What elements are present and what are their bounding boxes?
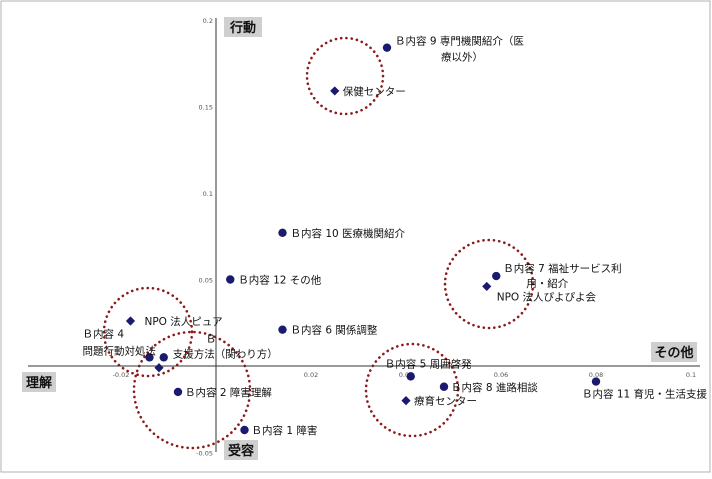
axes (28, 18, 700, 452)
y-tick-label: -0.05 (196, 450, 213, 458)
data-point-circle (173, 387, 183, 397)
x-tick-label: 0.08 (589, 371, 603, 379)
data-point-circle (226, 275, 235, 284)
data-point-label: Ｂ内容 8 進路相談 (451, 381, 538, 394)
data-point-label: Ｂ内容 1 障害 (252, 424, 318, 437)
axis-label-right-text: その他 (654, 345, 693, 361)
data-point-label: Ｂ内容 2 障害理解 (185, 386, 272, 399)
x-tick-label: 0.1 (686, 371, 696, 379)
x-tick-label: 0.04 (399, 371, 413, 379)
x-tick-label: -0.02 (113, 371, 130, 379)
data-point-diamond (154, 363, 164, 373)
data-point-label: Ｂ内容 5 周囲啓発 (385, 357, 472, 370)
grouping-circle (132, 330, 252, 450)
axis-label-right: その他 (651, 342, 697, 362)
data-point-circle (591, 377, 601, 386)
axis-label-top: 行動 (224, 17, 262, 37)
axis-label-left-text: 理解 (26, 375, 52, 391)
axis-label-top-text: 行動 (229, 20, 256, 36)
axis-label-bottom-text: 受容 (228, 443, 254, 459)
data-point-circle (240, 425, 249, 435)
y-tick-label: 0.15 (199, 104, 213, 112)
data-point-circle (278, 228, 287, 237)
data-point-label: Ｂ内容 11 育児・生活支援 (582, 388, 708, 401)
tick-labels: -0.02 0.02 0.04 0.06 0.08 0.1 0.2 0.15 0.1 0.05 -0… (113, 17, 697, 458)
x-tick-label: 0.06 (494, 371, 508, 379)
data-point-diamond (482, 281, 492, 292)
data-point-label: NPO 法人ピュア (145, 315, 223, 328)
data-point-circle (145, 353, 154, 362)
data-point-label: NPO 法人ぴよぴよ会 (497, 290, 597, 303)
data-point-circle (439, 382, 449, 391)
data-point-circle (382, 43, 392, 52)
axis-label-left: 理解 (22, 372, 56, 392)
y-tick-label: 0.05 (199, 277, 213, 285)
grouping-circle (305, 36, 385, 116)
data-point-diamond (401, 396, 411, 406)
data-point-diamond (125, 316, 136, 326)
grouping-circles (102, 36, 535, 450)
data-point-label: Ｂ内容 10 医療機関紹介 (291, 227, 406, 240)
x-tick-label: 0.02 (304, 371, 318, 379)
data-point-label: Ｂ内容 6 関係調整 (291, 324, 378, 337)
data-point-label: 療育センター (414, 395, 477, 408)
axis-label-bottom: 受容 (224, 440, 258, 460)
data-point-circle (492, 271, 501, 281)
grouping-circle (443, 238, 535, 330)
data-point-label: Ｂ支援方法（関わり方） (173, 333, 278, 360)
y-tick-label: 0.2 (203, 17, 213, 25)
data-point-label: Ｂ内容 7 福祉サービス利用・紹介 (503, 262, 621, 290)
data-point-label: Ｂ内容 9 専門機関紹介（医療以外） (395, 35, 524, 64)
data-point-circle (406, 372, 415, 381)
data-point-label: Ｂ内容 12 その他 (238, 274, 322, 287)
data-point-circle (159, 353, 168, 362)
data-point-circle (278, 325, 287, 334)
y-tick-label: 0.1 (203, 190, 213, 198)
grouping-circle (102, 286, 194, 378)
grouping-circle (364, 342, 460, 438)
data-points (125, 43, 601, 435)
point-labels: Ｂ内容 9 専門機関紹介（医療以外） Ｂ内容 10 医療機関紹介 Ｂ内容 12 その… (83, 35, 708, 437)
data-point-diamond (330, 86, 340, 96)
data-point-label: 保健センター (343, 85, 406, 98)
